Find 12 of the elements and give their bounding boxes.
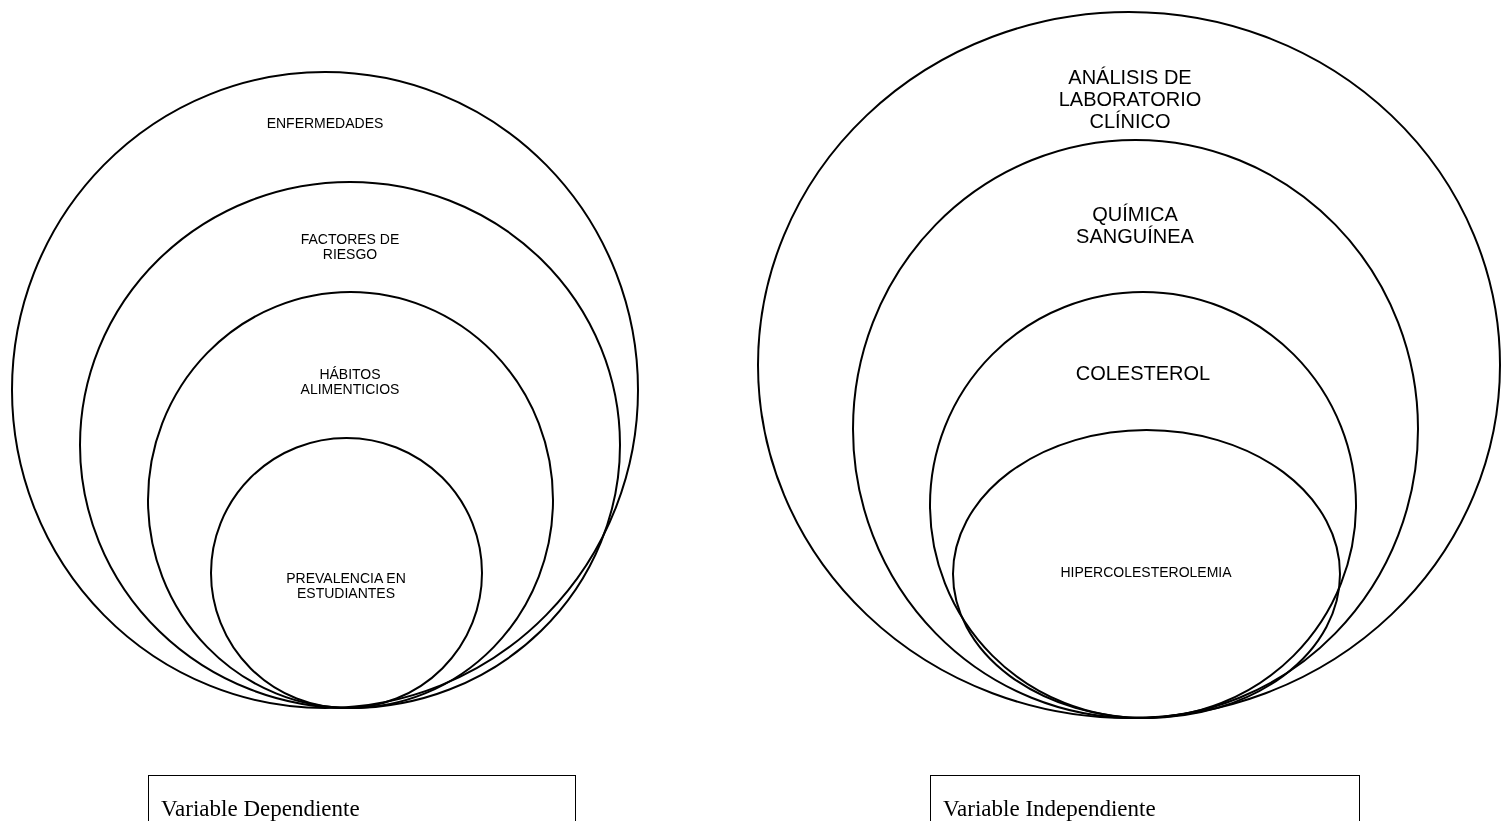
circle-label: ENFERMEDADES	[265, 116, 385, 132]
circle-label: ANÁLISIS DE LABORATORIO CLÍNICO	[1057, 66, 1203, 132]
circle-label: HIPERCOLESTEROLEMIA	[1059, 565, 1233, 581]
variable-box	[930, 775, 1360, 821]
variable-label: Variable Dependiente	[161, 796, 360, 821]
variable-box	[148, 775, 576, 821]
circle-label: PREVALENCIA EN ESTUDIANTES	[285, 571, 407, 602]
circle-label: HÁBITOS ALIMENTICIOS	[299, 367, 401, 398]
variable-label: Variable Independiente	[943, 796, 1156, 821]
circle-label: COLESTEROL	[1074, 362, 1212, 384]
circle-label: QUÍMICA SANGUÍNEA	[1075, 203, 1195, 247]
circle-label: FACTORES DE RIESGO	[299, 232, 401, 263]
